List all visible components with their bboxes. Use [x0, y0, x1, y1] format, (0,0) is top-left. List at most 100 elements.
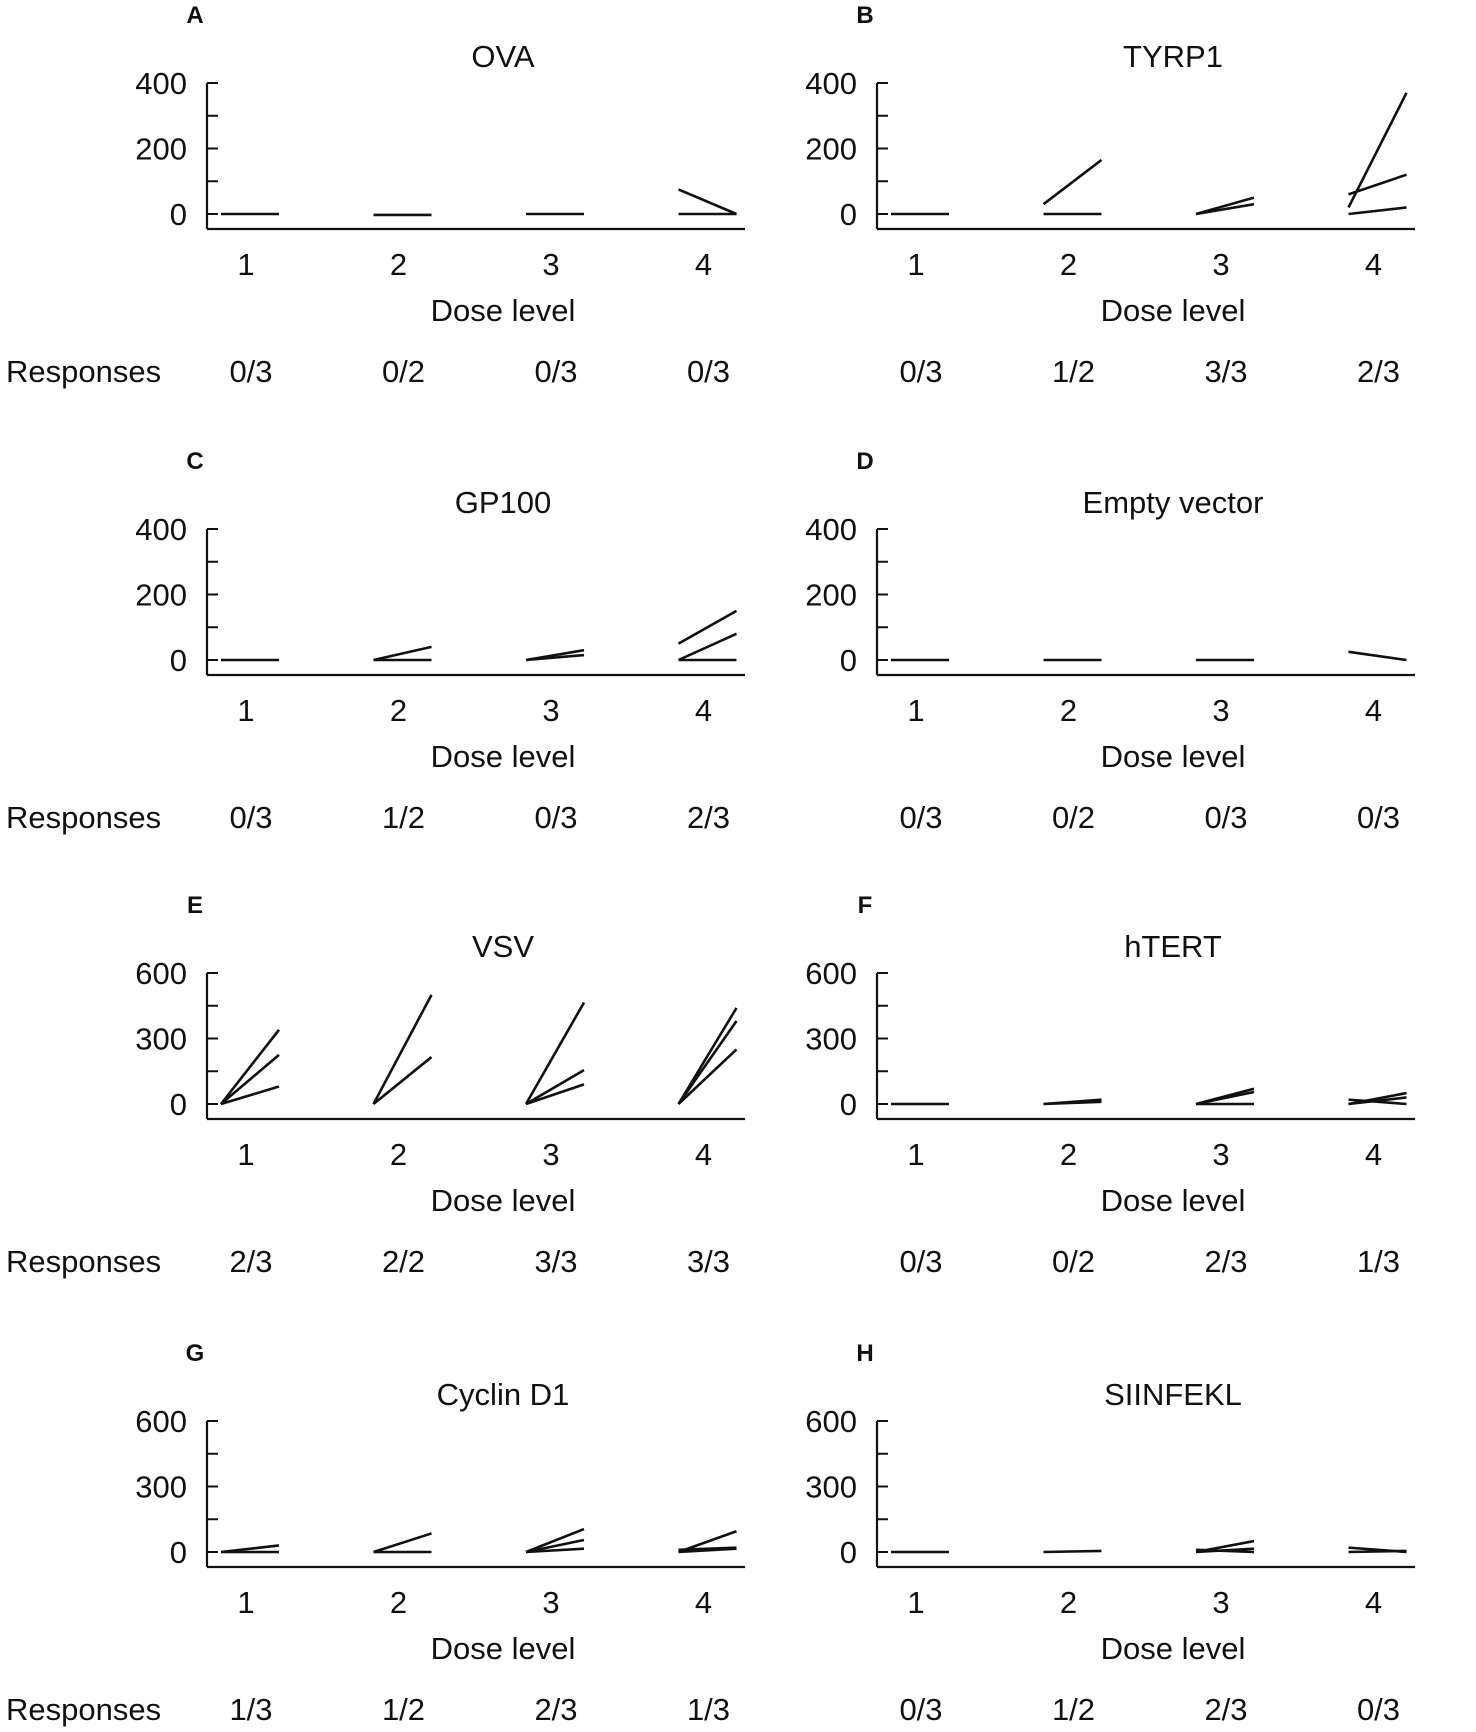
response-line [373, 645, 432, 662]
x-tick-label: 2 [1060, 1585, 1077, 1620]
response-count: 0/3 [534, 354, 577, 389]
panel-label: G [186, 1340, 205, 1367]
y-tick-label: 300 [805, 1470, 857, 1505]
response-line [1347, 92, 1408, 209]
response-line [1348, 1549, 1407, 1554]
response-count: 0/2 [382, 354, 425, 389]
y-tick-label: 400 [805, 66, 857, 101]
y-tick-label: 600 [805, 1404, 857, 1439]
y-tick-label: 0 [170, 643, 187, 678]
panel-title: Empty vector [1083, 485, 1264, 520]
x-tick-label: 4 [695, 693, 712, 728]
response-count: 0/3 [534, 800, 577, 835]
x-tick-label: 3 [1212, 1585, 1229, 1620]
y-tick-label: 0 [170, 197, 187, 232]
response-line [677, 609, 738, 645]
response-line [525, 1083, 585, 1106]
y-tick-label: 300 [135, 1470, 187, 1505]
response-line [525, 1538, 585, 1554]
response-line [372, 994, 433, 1105]
x-tick-label: 3 [542, 1137, 559, 1172]
x-tick-label: 2 [390, 247, 407, 282]
response-count: 0/3 [1357, 1692, 1400, 1727]
response-count: 3/3 [687, 1244, 730, 1279]
response-line [677, 1048, 738, 1105]
response-count: 1/3 [1357, 1244, 1400, 1279]
panel-title: hTERT [1124, 929, 1222, 964]
panel-title: VSV [472, 929, 534, 964]
x-axis-label: Dose level [431, 739, 576, 774]
response-line [1195, 1090, 1255, 1106]
x-tick-label: 2 [1060, 1137, 1077, 1172]
x-tick-label: 4 [1365, 1137, 1382, 1172]
response-line [525, 1527, 585, 1554]
response-line [1348, 1096, 1407, 1106]
x-tick-label: 3 [1212, 1137, 1229, 1172]
x-axis-label: Dose level [1101, 1183, 1246, 1218]
x-tick-label: 4 [695, 1137, 712, 1172]
panel-title: GP100 [455, 485, 552, 520]
response-count: 2/3 [229, 1244, 272, 1279]
x-axis-label: Dose level [431, 1183, 576, 1218]
response-count: 1/2 [382, 800, 425, 835]
x-axis-label: Dose level [431, 293, 576, 328]
response-count: 0/3 [229, 354, 272, 389]
x-tick-label: 4 [695, 1585, 712, 1620]
response-line [1043, 1549, 1102, 1554]
response-line [1195, 202, 1255, 216]
response-line [678, 1547, 737, 1554]
panel-label: B [856, 2, 873, 29]
response-count: 1/3 [229, 1692, 272, 1727]
y-tick-label: 0 [840, 643, 857, 678]
response-count: 3/3 [1204, 354, 1247, 389]
response-line [372, 1056, 433, 1106]
panel-title: OVA [471, 39, 534, 74]
x-axis-label: Dose level [431, 1631, 576, 1666]
response-count: 2/2 [382, 1244, 425, 1279]
response-count: 2/3 [1357, 354, 1400, 389]
response-count: 0/3 [899, 800, 942, 835]
response-count: 0/3 [229, 800, 272, 835]
x-tick-label: 2 [390, 693, 407, 728]
y-tick-label: 0 [840, 197, 857, 232]
response-count: 1/2 [1052, 1692, 1095, 1727]
response-count: 0/3 [1357, 800, 1400, 835]
panel-title: TYRP1 [1123, 39, 1223, 74]
x-tick-label: 1 [237, 693, 254, 728]
response-line [219, 1028, 281, 1105]
response-count: 1/3 [687, 1692, 730, 1727]
y-tick-label: 200 [805, 132, 857, 167]
x-tick-label: 1 [907, 247, 924, 282]
response-line [525, 653, 585, 662]
y-tick-label: 0 [840, 1087, 857, 1122]
panel-label: F [858, 892, 873, 919]
x-tick-label: 1 [237, 1585, 254, 1620]
x-tick-label: 4 [1365, 1585, 1382, 1620]
response-line [220, 1085, 280, 1106]
y-tick-label: 200 [135, 132, 187, 167]
panel-label: H [856, 1340, 873, 1367]
panel-title: Cyclin D1 [437, 1377, 570, 1412]
x-tick-label: 3 [542, 693, 559, 728]
response-count: 0/3 [1204, 800, 1247, 835]
y-tick-label: 0 [170, 1535, 187, 1570]
panel-title: SIINFEKL [1104, 1377, 1242, 1412]
response-count: 0/2 [1052, 800, 1095, 835]
response-count: 3/3 [534, 1244, 577, 1279]
x-tick-label: 4 [1365, 247, 1382, 282]
response-count: 1/2 [1052, 354, 1095, 389]
y-tick-label: 400 [805, 512, 857, 547]
x-axis-label: Dose level [1101, 1631, 1246, 1666]
x-tick-label: 3 [1212, 247, 1229, 282]
x-axis-label: Dose level [1101, 739, 1246, 774]
response-count: 0/3 [899, 354, 942, 389]
response-line [1348, 206, 1407, 216]
y-tick-label: 200 [135, 578, 187, 613]
x-tick-label: 3 [1212, 693, 1229, 728]
x-tick-label: 1 [907, 1585, 924, 1620]
y-tick-label: 600 [805, 956, 857, 991]
x-tick-label: 1 [907, 693, 924, 728]
response-line [525, 1069, 585, 1106]
response-line [1348, 173, 1407, 196]
